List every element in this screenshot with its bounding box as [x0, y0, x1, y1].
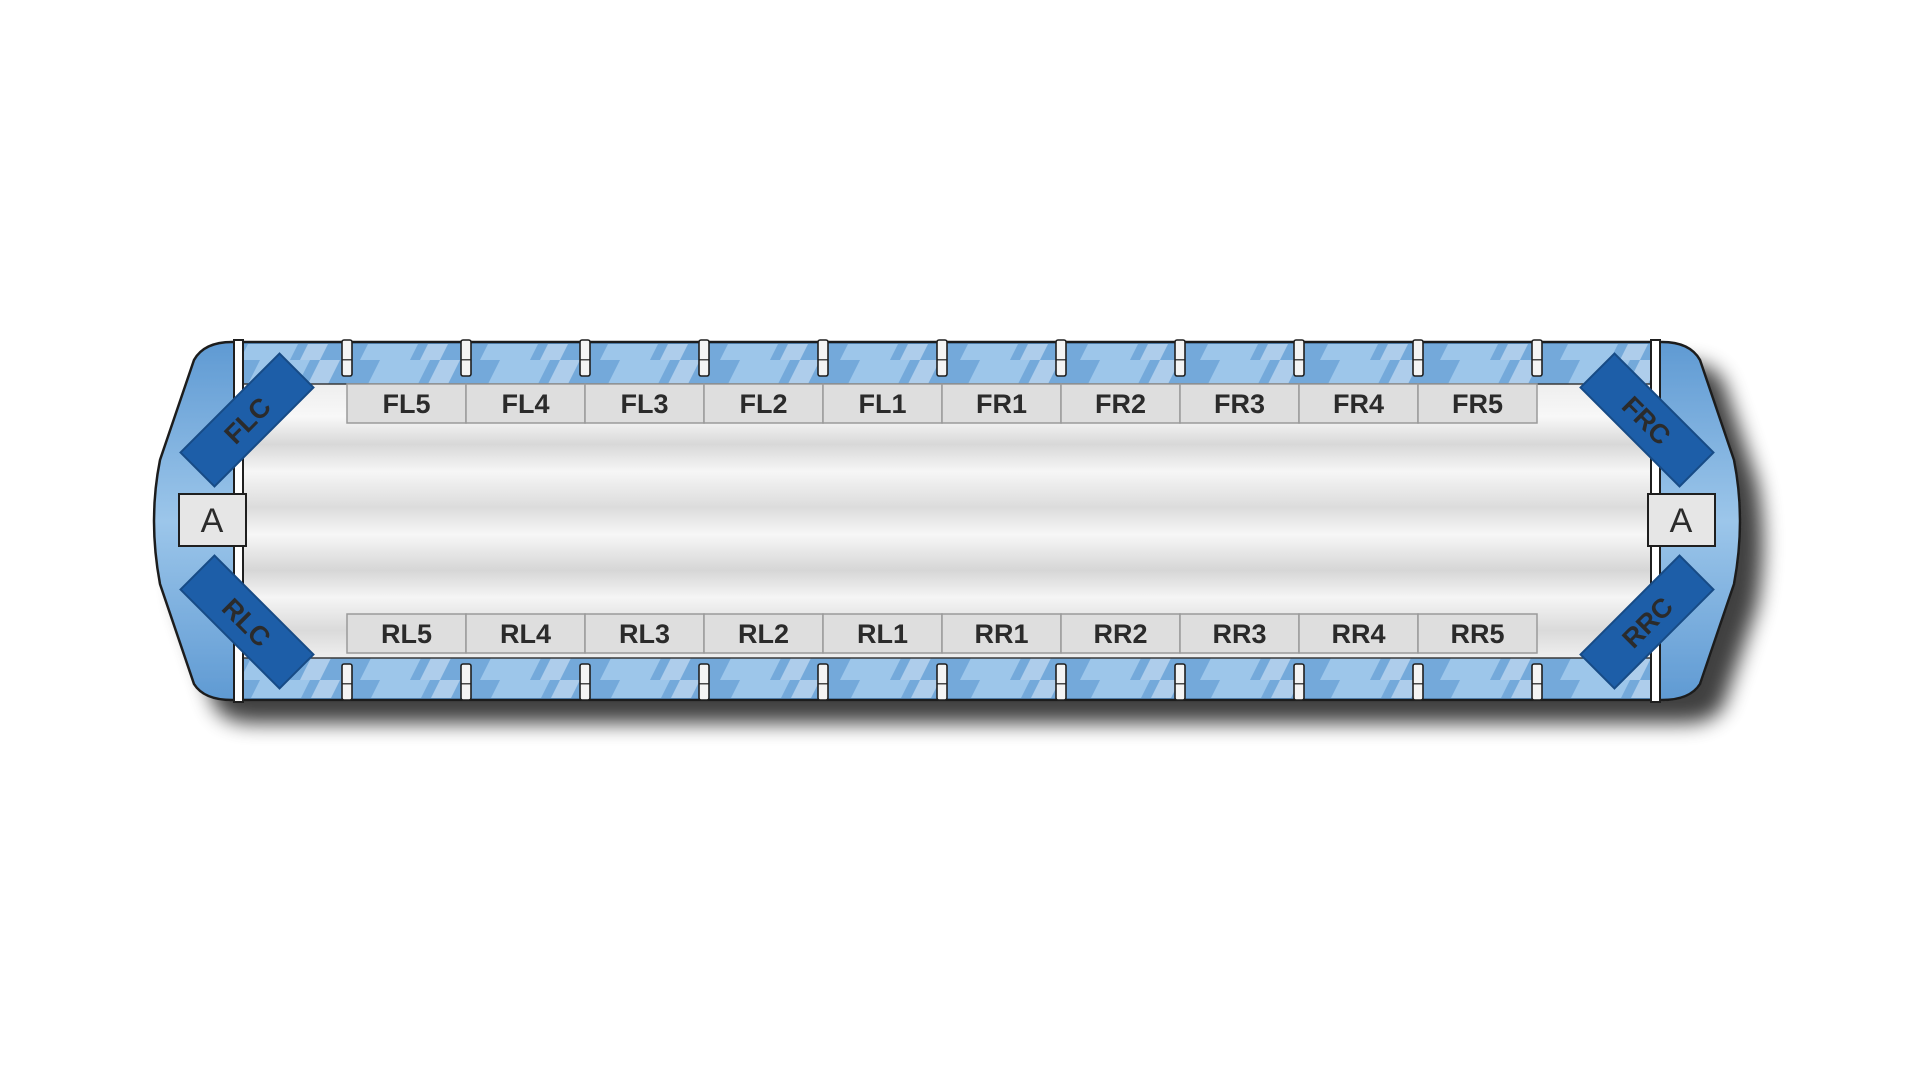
alley-label-left: A [201, 502, 224, 540]
segment-label: RR4 [1331, 619, 1385, 649]
segment-label: FL4 [501, 389, 549, 419]
alley-light-left: A [178, 493, 247, 547]
segment-label: RR2 [1093, 619, 1147, 649]
mounting-clips [341, 339, 1543, 701]
segment-fl2: FL2 [703, 383, 824, 424]
segment-label: FR4 [1333, 389, 1384, 419]
rear-segment-row: RL5 RL4 RL3 RL2 RL1 RR1 RR2 RR3 RR4 RR5 [346, 613, 1538, 654]
segment-rr3: RR3 [1179, 613, 1300, 654]
mounting-clip [1412, 663, 1424, 701]
mounting-clip [341, 663, 353, 701]
segment-label: RL1 [857, 619, 908, 649]
segment-rr1: RR1 [941, 613, 1062, 654]
segment-fl4: FL4 [465, 383, 586, 424]
segment-label: RL2 [738, 619, 789, 649]
mounting-clip [817, 663, 829, 701]
mounting-clip [1531, 663, 1543, 701]
mounting-clip [1174, 663, 1186, 701]
mounting-clip [1412, 339, 1424, 377]
mounting-clip [579, 339, 591, 377]
mounting-clip [460, 663, 472, 701]
segment-fl3: FL3 [584, 383, 705, 424]
mounting-clip [1174, 339, 1186, 377]
alley-label-right: A [1670, 502, 1693, 540]
mounting-clip [817, 339, 829, 377]
segment-fr5: FR5 [1417, 383, 1538, 424]
mounting-clip [698, 663, 710, 701]
segment-label: RL3 [619, 619, 670, 649]
segment-label: FR3 [1214, 389, 1265, 419]
segment-rl3: RL3 [584, 613, 705, 654]
segment-label: FR2 [1095, 389, 1146, 419]
segment-rl5: RL5 [346, 613, 467, 654]
segment-label: RL4 [500, 619, 551, 649]
mounting-clip [1293, 663, 1305, 701]
segment-fr4: FR4 [1298, 383, 1419, 424]
mounting-clip [1293, 339, 1305, 377]
mounting-clip [936, 663, 948, 701]
front-segment-row: FL5 FL4 FL3 FL2 FL1 FR1 FR2 FR3 FR4 FR5 [346, 383, 1538, 424]
mounting-clip [936, 339, 948, 377]
corner-module-front-left: FLC [179, 352, 315, 488]
segment-fl5: FL5 [346, 383, 467, 424]
mounting-clip [698, 339, 710, 377]
segment-label: RL5 [381, 619, 432, 649]
segment-label: RR3 [1212, 619, 1266, 649]
segment-label: RR1 [974, 619, 1028, 649]
mounting-clip [460, 339, 472, 377]
mounting-clip [1531, 339, 1543, 377]
segment-label: FL2 [739, 389, 787, 419]
mounting-clip [341, 339, 353, 377]
segment-label: RR5 [1450, 619, 1504, 649]
segment-rl2: RL2 [703, 613, 824, 654]
alley-light-right: A [1647, 493, 1716, 547]
segment-rr5: RR5 [1417, 613, 1538, 654]
segment-fr3: FR3 [1179, 383, 1300, 424]
segment-label: FL5 [382, 389, 430, 419]
segment-label: FR5 [1452, 389, 1503, 419]
mounting-clip [1055, 663, 1067, 701]
segment-rr4: RR4 [1298, 613, 1419, 654]
mounting-clip [579, 663, 591, 701]
segment-rr2: RR2 [1060, 613, 1181, 654]
segment-label: FL3 [620, 389, 668, 419]
mounting-clip [1055, 339, 1067, 377]
segment-label: FL1 [858, 389, 906, 419]
segment-fr1: FR1 [941, 383, 1062, 424]
segment-fl1: FL1 [822, 383, 943, 424]
segment-label: FR1 [976, 389, 1027, 419]
segment-rl4: RL4 [465, 613, 586, 654]
segment-fr2: FR2 [1060, 383, 1181, 424]
segment-rl1: RL1 [822, 613, 943, 654]
